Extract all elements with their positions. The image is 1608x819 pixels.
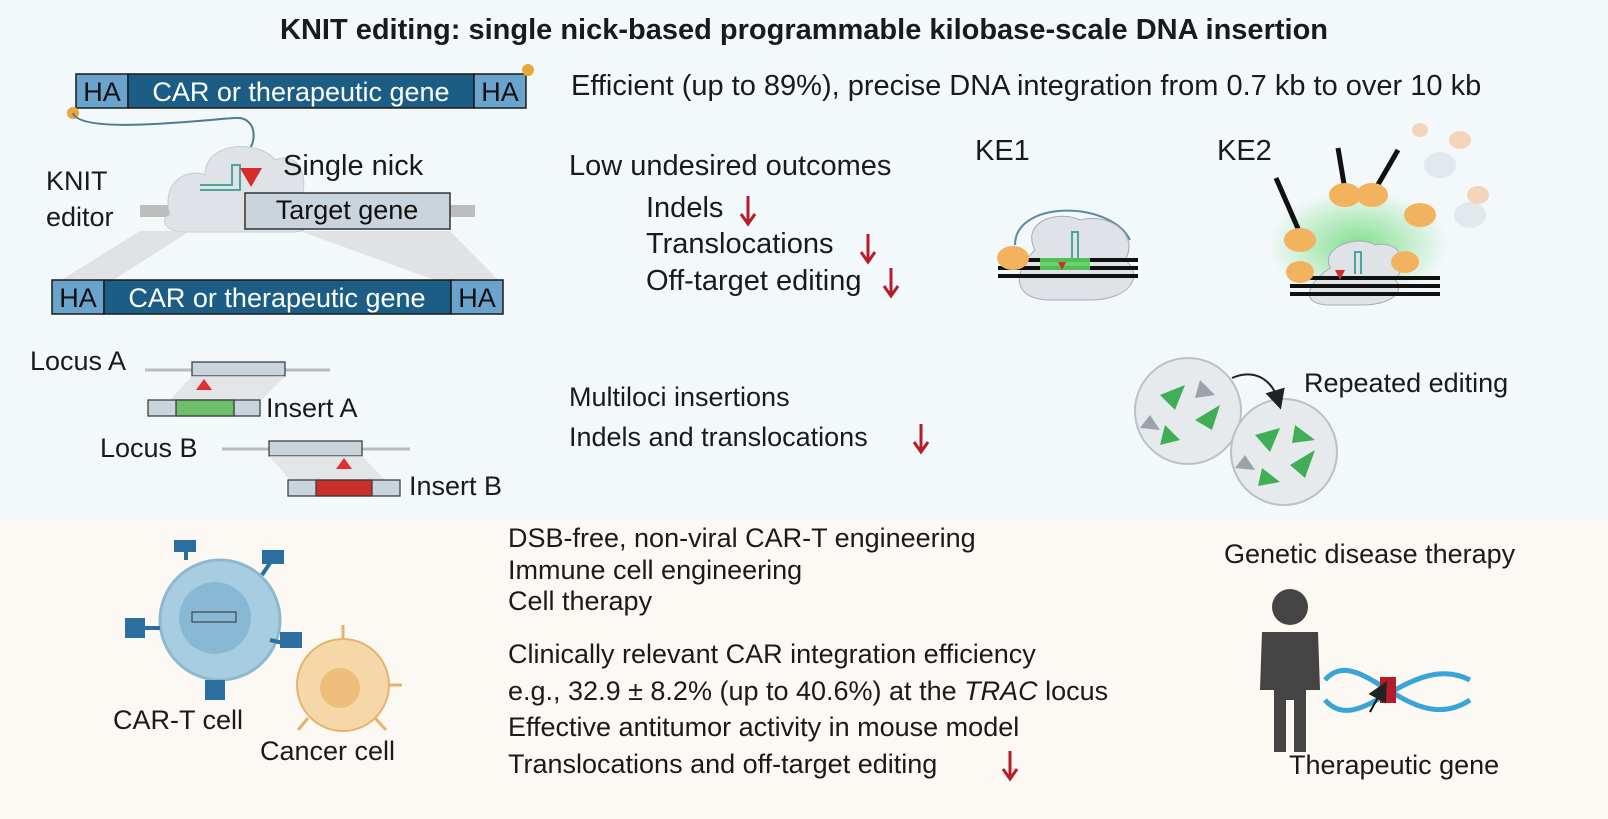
car-t-line-3: Cell therapy bbox=[508, 586, 653, 616]
therapy-heading: Genetic disease therapy bbox=[1224, 539, 1516, 569]
car-t-line-2: Immune cell engineering bbox=[508, 555, 803, 585]
repeat-arrow bbox=[1231, 373, 1285, 410]
single-nick-label: Single nick bbox=[283, 150, 424, 182]
knit-label-1: KNIT bbox=[46, 166, 108, 196]
insert-a-label: Insert A bbox=[266, 393, 358, 423]
ke2-label: KE2 bbox=[1217, 135, 1272, 167]
ke1-label: KE1 bbox=[975, 135, 1030, 167]
locus-b-label: Locus B bbox=[100, 433, 198, 463]
car-t-line-4: Clinically relevant CAR integration effi… bbox=[508, 639, 1036, 669]
car-t-cell-graphic bbox=[125, 540, 302, 700]
cancer-cell-label: Cancer cell bbox=[260, 736, 396, 766]
trac-suffix: locus bbox=[1037, 676, 1109, 706]
indels-text: Indels bbox=[646, 192, 724, 224]
dna-helix-graphic bbox=[1323, 667, 1472, 713]
car-t-line-5: e.g., 32.9 ± 8.2% (up to 40.6%) at the T… bbox=[508, 678, 1108, 705]
down-arrow-off-target bbox=[882, 268, 900, 299]
cell-dish-1 bbox=[1134, 357, 1242, 465]
locus-b-graphic bbox=[222, 440, 410, 497]
trac-italic: TRAC bbox=[964, 676, 1038, 706]
car-t-line-7: Translocations and off-target editing bbox=[508, 749, 938, 779]
knit-label-2: editor bbox=[46, 202, 114, 232]
page-title: KNIT editing: single nick-based programm… bbox=[280, 14, 1328, 46]
down-arrow-translocations bbox=[859, 234, 877, 265]
cell-dish-2 bbox=[1230, 398, 1338, 506]
ke2-graphic bbox=[1268, 123, 1489, 306]
multiloci-heading: Multiloci insertions bbox=[569, 382, 790, 412]
locus-a-graphic bbox=[145, 361, 330, 417]
indels-translocations-text: Indels and translocations bbox=[569, 422, 868, 452]
therapeutic-gene-label: Therapeutic gene bbox=[1289, 750, 1500, 780]
donor-construct-bottom bbox=[51, 279, 504, 315]
car-t-line-6: Effective antitumor activity in mouse mo… bbox=[508, 712, 1020, 742]
knit-editor-graphic bbox=[58, 146, 500, 282]
low-outcomes-heading: Low undesired outcomes bbox=[569, 150, 892, 182]
locus-a-label: Locus A bbox=[30, 346, 127, 376]
car-t-line-1: DSB-free, non-viral CAR-T engineering bbox=[508, 523, 976, 553]
donor-construct-top bbox=[67, 64, 534, 159]
ke1-graphic bbox=[997, 209, 1138, 301]
off-target-text: Off-target editing bbox=[646, 265, 862, 297]
cancer-cell-graphic bbox=[296, 625, 402, 732]
down-arrow-car-t bbox=[1001, 751, 1019, 782]
person-graphic bbox=[1260, 589, 1320, 752]
car-t-cell-label: CAR-T cell bbox=[113, 705, 244, 735]
down-arrow-indels bbox=[739, 196, 757, 227]
trac-prefix: e.g., 32.9 ± 8.2% (up to 40.6%) at the bbox=[508, 676, 965, 706]
efficiency-text: Efficient (up to 89%), precise DNA integ… bbox=[571, 70, 1482, 102]
down-arrow-multiloci bbox=[912, 424, 930, 455]
translocations-text: Translocations bbox=[646, 228, 834, 260]
repeated-editing-label: Repeated editing bbox=[1304, 368, 1509, 398]
insert-b-label: Insert B bbox=[409, 471, 503, 501]
end-cap-dot bbox=[522, 64, 534, 76]
